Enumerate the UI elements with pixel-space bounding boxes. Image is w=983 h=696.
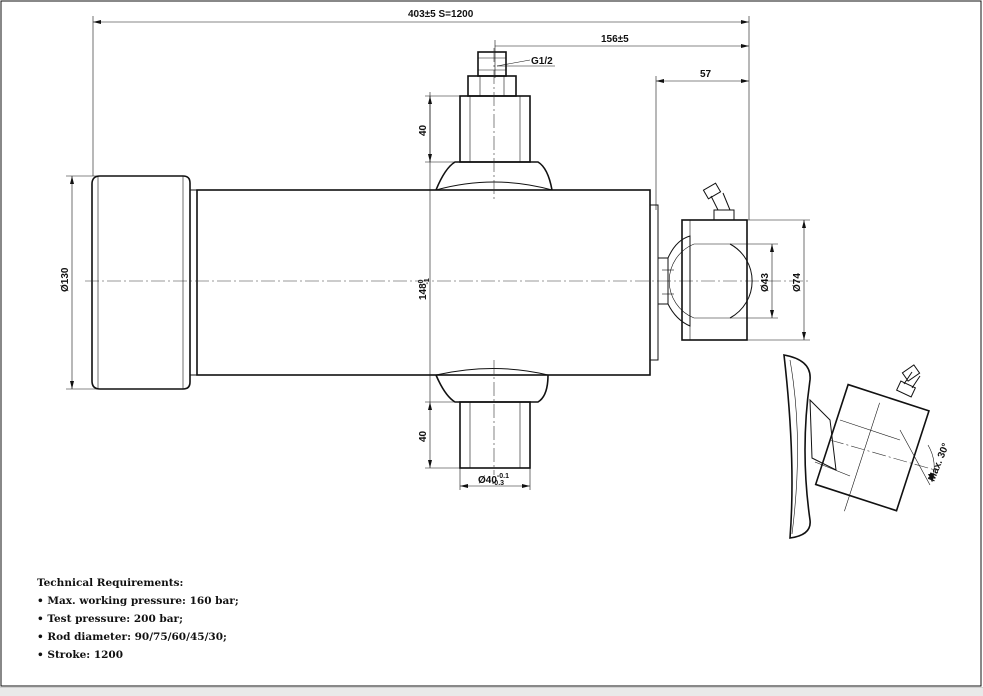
body-diameter-label: 1480-1 xyxy=(418,278,431,300)
bottom-trunnion-saddle xyxy=(435,374,549,403)
note-item: • Test pressure: 200 bar; xyxy=(37,613,183,625)
port-fitting xyxy=(467,75,517,97)
port-thread-label: G1/2 xyxy=(531,56,553,67)
swivel-detail-view xyxy=(783,354,936,539)
technical-requirements: Technical Requirements: • Max. working p… xyxy=(37,574,239,664)
bottom-trunnion xyxy=(459,401,531,469)
footer-bar xyxy=(0,687,983,696)
grease-nipple xyxy=(702,182,735,221)
top-trunnion-height-label: 40 xyxy=(418,124,429,136)
note-item: • Stroke: 1200 xyxy=(37,649,124,661)
base-diameter-label: Ø130 xyxy=(60,267,71,292)
port-offset-label: 156±5 xyxy=(601,34,629,45)
note-item: • Max. working pressure: 160 bar; xyxy=(37,595,239,607)
note-item: • Rod diameter: 90/75/60/45/30; xyxy=(37,631,227,643)
eye-outer-label: Ø74 xyxy=(792,273,803,292)
rod-eye xyxy=(681,219,748,341)
eye-bore-label: Ø43 xyxy=(760,273,771,292)
top-trunnion xyxy=(459,95,531,163)
notes-title: Technical Requirements: xyxy=(37,577,184,589)
overall-length-label: 403±5 S=1200 xyxy=(408,9,474,20)
eye-offset-label: 57 xyxy=(700,69,712,80)
bottom-trunnion-height-label: 40 xyxy=(418,430,429,442)
swivel-angle-label: Max. 30° xyxy=(927,442,952,483)
base-cap xyxy=(91,175,191,390)
trunnion-diameter-label: Ø40-0.1-0.3 xyxy=(478,473,509,487)
